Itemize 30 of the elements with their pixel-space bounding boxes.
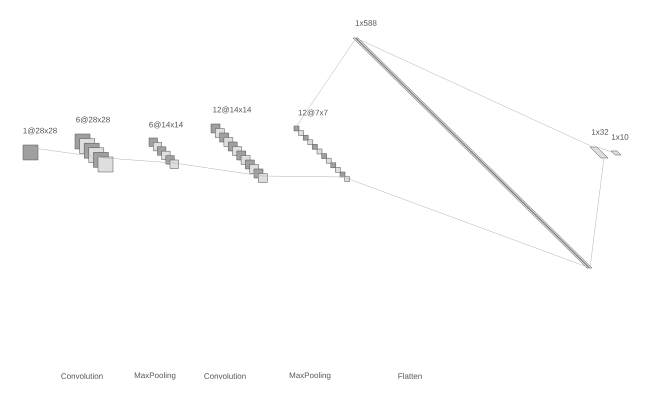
layer-stack: 1x32 <box>590 129 608 158</box>
node-label: 12@7x7 <box>298 110 328 116</box>
layer-stack: 12@14x14 <box>210 106 268 183</box>
node-label: 1x588 <box>356 20 377 26</box>
node-label: 6@14x14 <box>149 122 183 128</box>
operation-label: MaxPooling <box>134 372 176 380</box>
layer-stack: 1x10 <box>610 134 628 156</box>
layer-stack: 1@28x28 <box>22 128 57 160</box>
connection-line <box>174 162 262 176</box>
operation-label: Convolution <box>61 373 103 379</box>
connection-line <box>596 146 612 152</box>
operation-label: Flatten <box>398 373 422 379</box>
connection-line <box>104 158 174 164</box>
node-label: 1@28x28 <box>23 128 57 134</box>
layer-stack: 1x588 <box>352 20 592 268</box>
layer-stack: 12@7x7 <box>294 110 350 182</box>
node-label: 6@28x28 <box>76 116 110 124</box>
connection-line <box>262 176 346 178</box>
operation-label: Convolution <box>204 373 246 379</box>
connection-line <box>32 148 106 158</box>
node-label: 1x10 <box>612 134 628 140</box>
connection-line <box>346 178 590 268</box>
layer-stack: 6@28x28 <box>74 116 114 172</box>
connection-line <box>590 158 604 268</box>
node-label: 12@14x14 <box>213 106 252 114</box>
operation-label: MaxPooling <box>290 372 330 380</box>
node-label: 1x32 <box>592 129 608 135</box>
connection-line <box>356 38 594 148</box>
layer-stack: 6@14x14 <box>148 122 183 169</box>
connection-line <box>296 38 356 128</box>
